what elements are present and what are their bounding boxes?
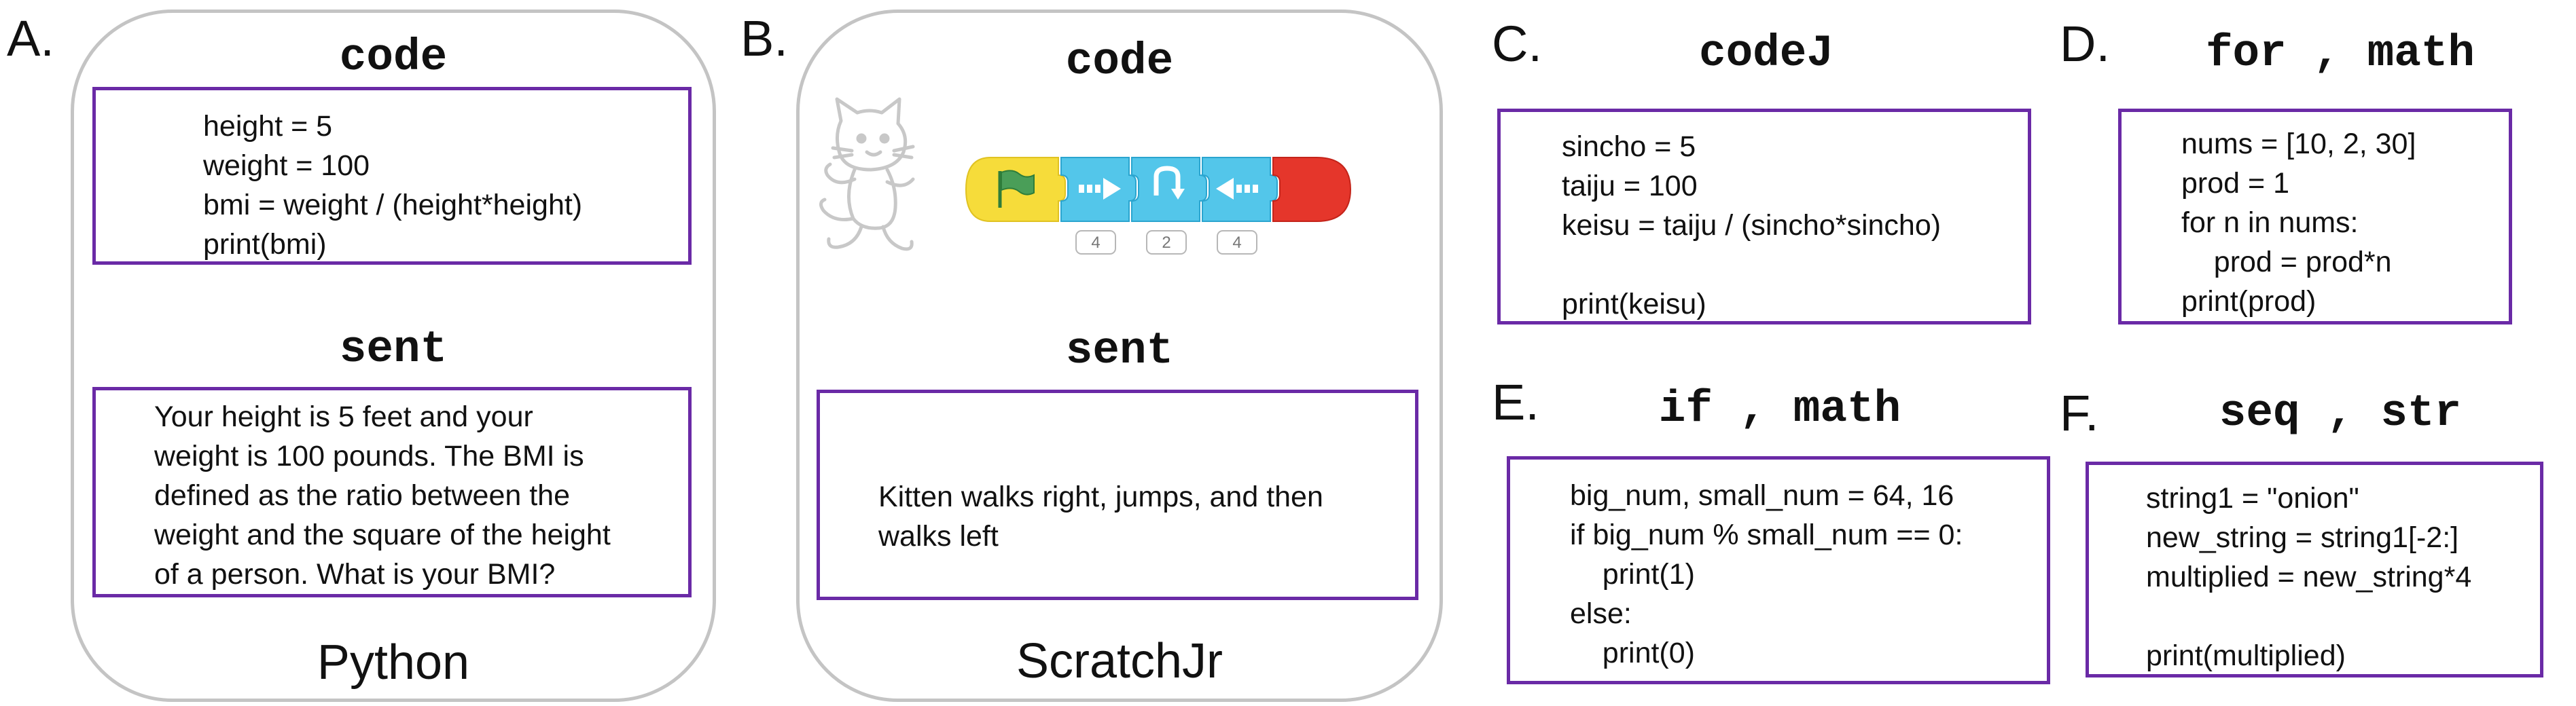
panel-d-code-lines: nums = [10, 2, 30] prod = 1 for n in nums:… xyxy=(2181,124,2416,321)
move-right-icon: 4 xyxy=(1060,157,1137,255)
code-line: bmi = weight / (height*height) xyxy=(203,189,583,221)
panel-c-letter: C. xyxy=(1492,16,1542,72)
code-line: print(keisu) xyxy=(1562,288,1706,320)
block-count: 2 xyxy=(1162,234,1170,252)
end-block xyxy=(1272,157,1352,222)
panel-e-code-box: big_num, small_num = 64, 16 if big_num % … xyxy=(1507,456,2050,684)
code-line: new_string = string1[-2:] xyxy=(2146,521,2459,554)
panel-b-card xyxy=(796,10,1443,702)
panel-d-heading: for , math xyxy=(2205,28,2475,79)
code-line: sincho = 5 xyxy=(1562,130,1696,163)
code-line: for n in nums: xyxy=(2181,206,2359,239)
scratchjr-block-strip: 4 2 4 xyxy=(965,157,1352,255)
panel-a-sent-lines: Your height is 5 feet and your weight is … xyxy=(154,397,611,594)
panel-d-letter: D. xyxy=(2060,16,2110,72)
panel-b-sent-lines: Kitten walks right, jumps, and then walks… xyxy=(878,477,1323,556)
panel-a-letter: A. xyxy=(7,10,54,67)
code-line: nums = [10, 2, 30] xyxy=(2181,128,2416,160)
code-line: prod = 1 xyxy=(2181,167,2289,200)
panel-a-sent-box: Your height is 5 feet and your weight is … xyxy=(92,387,692,597)
panel-b-code-heading: code xyxy=(1065,36,1174,87)
code-line: big_num, small_num = 64, 16 xyxy=(1570,479,1954,512)
panel-b-language-label: ScratchJr xyxy=(1016,634,1223,688)
panel-b-sent-heading: sent xyxy=(1065,325,1174,376)
sentence-line: weight and the square of the height xyxy=(154,519,611,551)
panel-f-code-box: string1 = "onion" new_string = string1[-2… xyxy=(2086,462,2543,677)
code-line: if big_num % small_num == 0: xyxy=(1570,519,1963,551)
code-line: else: xyxy=(1570,597,1632,630)
block-count: 4 xyxy=(1232,234,1241,252)
sentence-line: Your height is 5 feet and your xyxy=(154,401,533,433)
panel-f-code-lines: string1 = "onion" new_string = string1[-2… xyxy=(2146,479,2471,675)
panel-c-code-box: sincho = 5 taiju = 100 keisu = taiju / (si… xyxy=(1497,109,2031,324)
code-line: print(prod) xyxy=(2181,285,2316,318)
code-line: multiplied = new_string*4 xyxy=(2146,561,2472,593)
code-line: string1 = "onion" xyxy=(2146,482,2359,515)
panel-e-letter: E. xyxy=(1492,374,1539,430)
panel-a-code-lines: height = 5 weight = 100 bmi = weight / (he… xyxy=(203,107,582,264)
panel-f-letter: F. xyxy=(2060,385,2099,441)
code-line: print(multiplied) xyxy=(2146,639,2346,672)
code-line: taiju = 100 xyxy=(1562,170,1698,202)
block-count: 4 xyxy=(1091,234,1100,252)
panel-c-heading: codeJ xyxy=(1698,28,1834,79)
panel-e-heading: if , math xyxy=(1658,384,1901,434)
green-flag-icon xyxy=(965,157,1066,222)
panel-d-code-box: nums = [10, 2, 30] prod = 1 for n in nums:… xyxy=(2118,109,2512,324)
sentence-line: of a person. What is your BMI? xyxy=(154,558,556,591)
panel-a-code-heading: code xyxy=(339,32,448,83)
code-line: print(1) xyxy=(1570,558,1695,591)
panel-a-card xyxy=(71,10,716,702)
panel-e-code-lines: big_num, small_num = 64, 16 if big_num % … xyxy=(1570,476,1963,673)
code-line xyxy=(2146,597,2471,636)
panel-a-code-box: height = 5 weight = 100 bmi = weight / (he… xyxy=(92,87,692,265)
code-line: print(bmi) xyxy=(203,228,327,261)
sentence-line: Kitten walks right, jumps, and then xyxy=(878,481,1323,513)
sentence-line: walks left xyxy=(878,520,999,553)
panel-c-code-lines: sincho = 5 taiju = 100 keisu = taiju / (si… xyxy=(1562,127,1941,324)
code-line: keisu = taiju / (sincho*sincho) xyxy=(1562,209,1942,242)
code-line: print(0) xyxy=(1570,637,1695,669)
panel-a-sent-heading: sent xyxy=(339,324,448,375)
panel-b-sent-box: Kitten walks right, jumps, and then walks… xyxy=(817,390,1418,600)
panel-a-language-label: Python xyxy=(317,635,470,690)
sentence-line: defined as the ratio between the xyxy=(154,479,570,512)
code-line: height = 5 xyxy=(203,110,333,143)
code-line xyxy=(1562,245,1941,284)
code-line: prod = prod*n xyxy=(2181,246,2392,278)
panel-f-heading: seq , str xyxy=(2219,388,2462,439)
move-left-icon: 4 xyxy=(1202,157,1278,255)
scratch-cat-icon xyxy=(819,97,915,251)
code-line: weight = 100 xyxy=(203,149,370,182)
jump-icon: 2 xyxy=(1131,157,1207,255)
panel-b-letter: B. xyxy=(740,10,788,67)
sentence-line: weight is 100 pounds. The BMI is xyxy=(154,440,584,472)
